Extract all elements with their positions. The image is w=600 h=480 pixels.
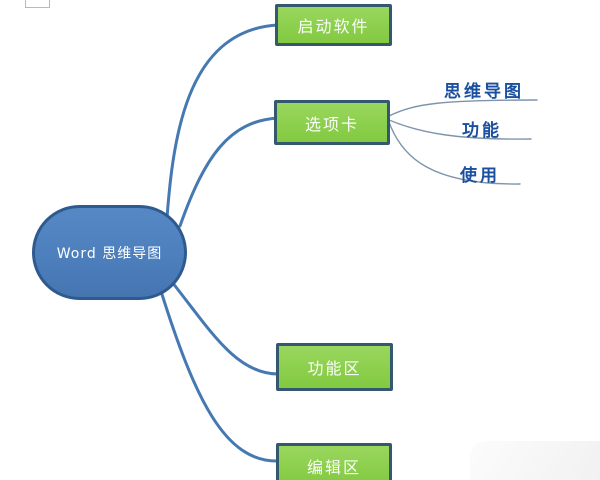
topic-box-ribbon-area[interactable]: 功能区 <box>276 343 393 391</box>
connector-tabs-function <box>388 119 532 140</box>
topic-box-tabs[interactable]: 选项卡 <box>274 100 390 145</box>
topic-label: 编辑区 <box>306 457 361 477</box>
subtopic-mindmap[interactable]: 思维导图 <box>444 82 524 102</box>
connector-root-edit-area <box>158 286 280 463</box>
root-node-label: Word 思维导图 <box>56 245 163 262</box>
subtopic-usage[interactable]: 使用 <box>460 166 500 186</box>
connector-root-ribbon-area <box>170 280 280 376</box>
connector-root-launch-software <box>164 23 280 234</box>
connector-root-tabs <box>178 116 280 228</box>
cropped-ui-fragment <box>25 0 50 8</box>
page-corner-overlay <box>470 441 600 480</box>
connector-tabs-mindmap <box>388 99 538 117</box>
topic-box-edit-area[interactable]: 编辑区 <box>276 443 392 480</box>
subtopic-function[interactable]: 功能 <box>462 121 502 141</box>
topic-box-launch-software[interactable]: 启动软件 <box>275 4 392 46</box>
topic-label: 选项卡 <box>304 114 359 134</box>
root-node[interactable]: Word 思维导图 <box>32 205 187 300</box>
topic-label: 功能区 <box>307 359 362 378</box>
topic-label: 启动软件 <box>297 17 370 36</box>
connector-tabs-usage <box>388 121 521 185</box>
